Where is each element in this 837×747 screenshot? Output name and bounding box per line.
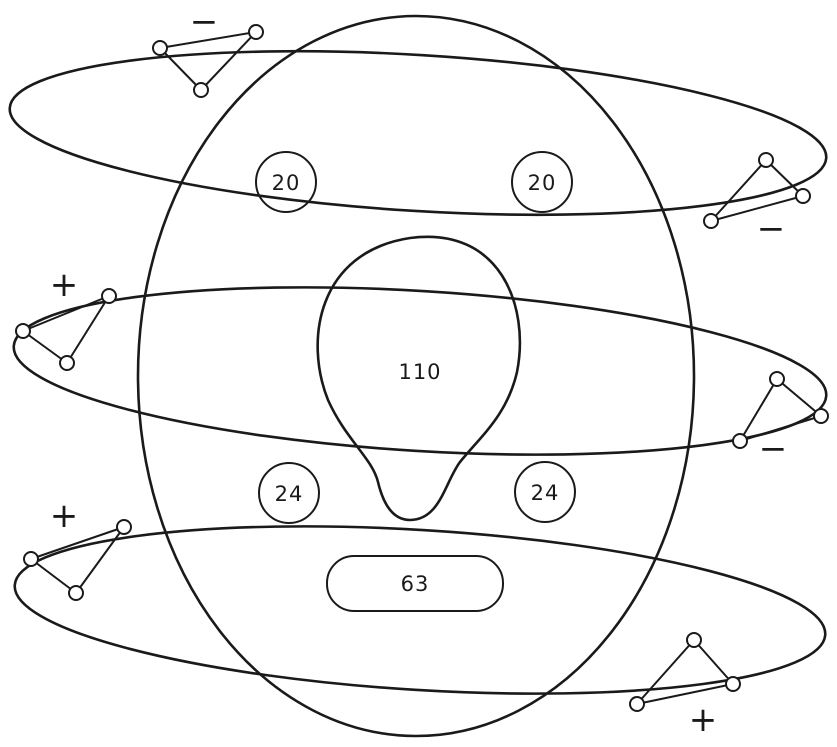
middle-ring: [12, 286, 828, 456]
bottom-rounded-box: [326, 555, 504, 612]
charge-sign-lower-right: +: [689, 700, 718, 740]
triangle-molecule-middle-right: [732, 371, 829, 449]
triangle-molecule-lower-left: [23, 519, 132, 601]
triangle-molecule-upper-left: [152, 24, 264, 98]
region-circle-lower-right: [514, 461, 576, 523]
region-label-top-left: 20: [272, 171, 301, 195]
charge-sign-middle-right: −: [759, 429, 788, 469]
triangle-molecule-middle-left: [15, 288, 117, 371]
region-label-bottom: 63: [401, 572, 430, 596]
region-label-lower-right: 24: [531, 481, 560, 505]
top-ring: [8, 49, 828, 217]
central-teardrop-lobe: [316, 235, 522, 522]
charge-sign-upper-left: −: [190, 2, 219, 42]
bottom-ring: [13, 525, 827, 695]
region-circle-top-left: [255, 151, 317, 213]
region-label-center: 110: [398, 360, 441, 384]
triangle-molecule-upper-right: [703, 152, 811, 229]
charge-sign-lower-left: +: [50, 496, 79, 536]
charge-sign-upper-right: −: [757, 209, 786, 249]
region-circle-top-right: [511, 151, 573, 213]
triangle-molecule-lower-right: [629, 632, 741, 712]
region-label-top-right: 20: [528, 171, 557, 195]
charge-sign-middle-left: +: [50, 265, 79, 305]
region-label-lower-left: 24: [275, 482, 304, 506]
central-vertical-oval: [136, 14, 696, 738]
region-circle-lower-left: [258, 462, 320, 524]
